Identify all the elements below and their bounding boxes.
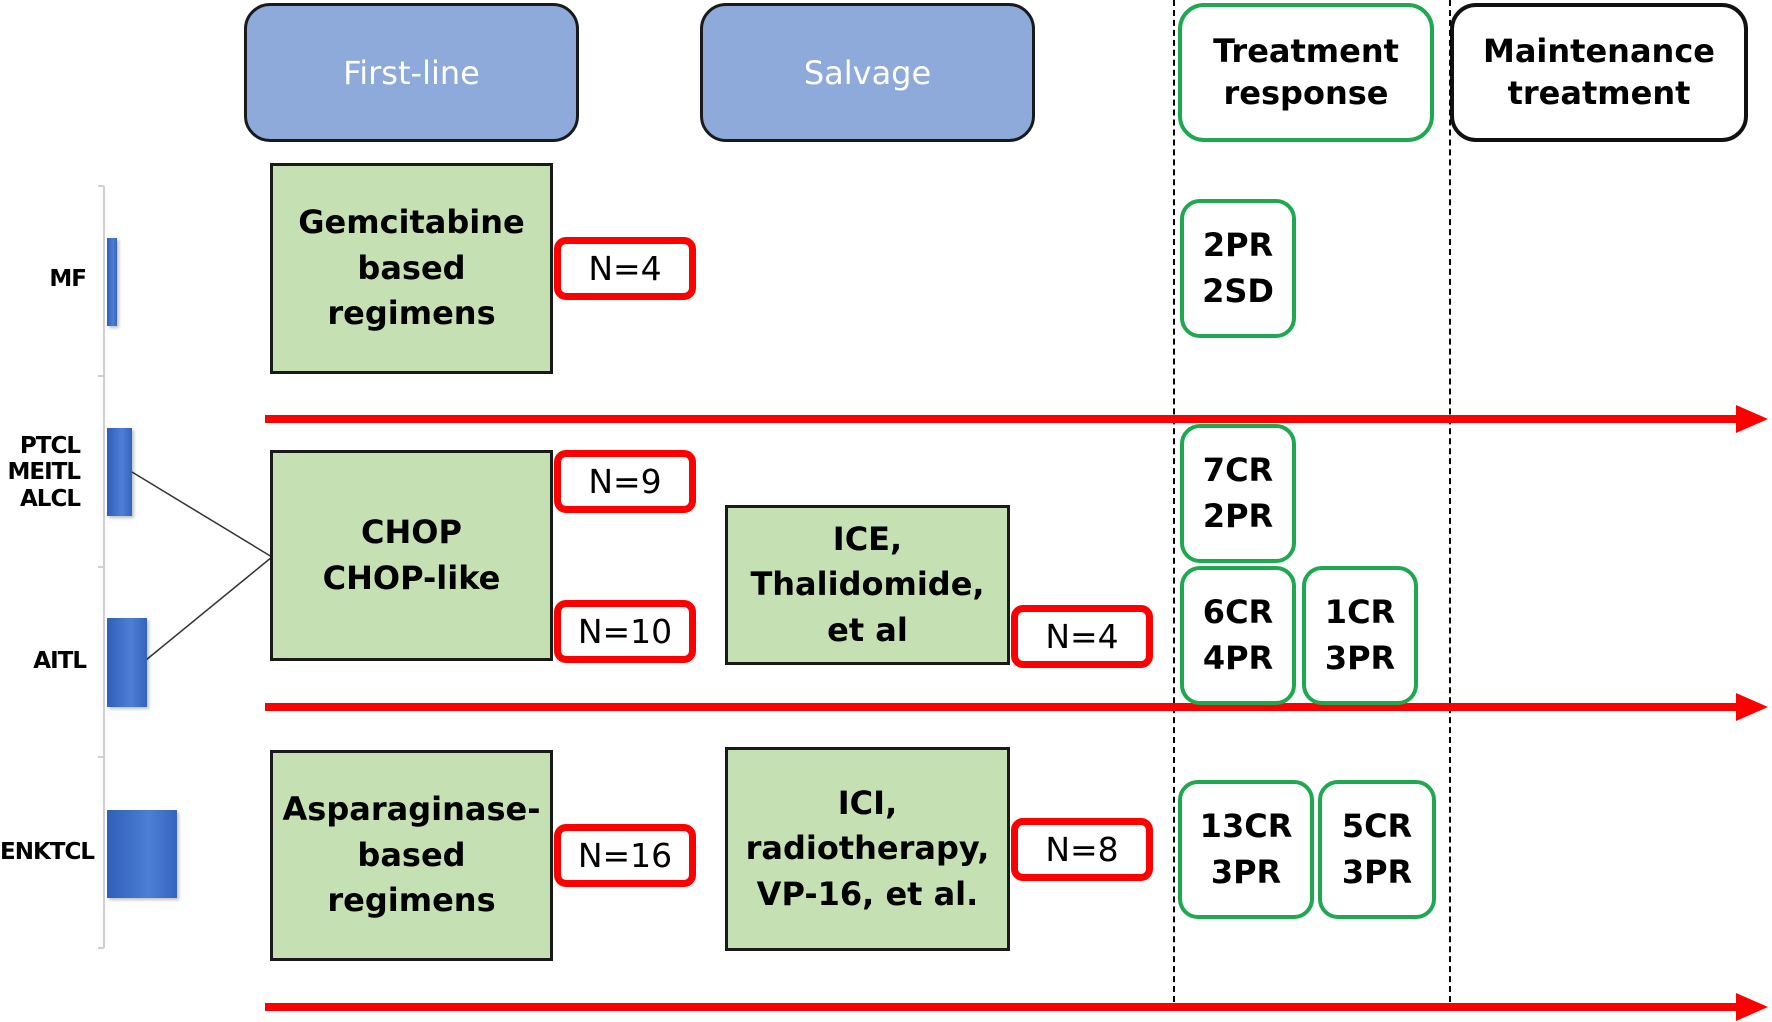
regimen-ici-label: ICI, radiotherapy, VP-16, et al. [745, 783, 990, 913]
separator-maintenance [1449, 0, 1451, 1002]
count-enktcl-salvage-label: N=8 [1045, 830, 1119, 869]
bar-enktcl [107, 810, 177, 898]
count-mf-first-line-label: N=4 [588, 249, 662, 288]
response-enktcl: 13CR 3PR [1178, 780, 1314, 919]
label-aitl: AITL [33, 648, 87, 674]
label-ptcl-group: PTCL MEITL ALCL [7, 433, 81, 512]
header-treatment-response: Treatment response [1178, 3, 1434, 142]
header-first-line-label: First-line [343, 53, 480, 92]
header-treatment-response-label: Treatment response [1213, 31, 1399, 112]
connector-aitl [145, 556, 273, 661]
bar-mf [107, 238, 117, 326]
regimen-chop: CHOP CHOP-like [270, 450, 553, 661]
regimen-ice-label: ICE, Thalidomide, et al [750, 519, 985, 649]
regimen-gemcitabine: Gemcitabine based regimens [270, 163, 553, 374]
header-maintenance-treatment-label: Maintenance treatment [1482, 31, 1715, 112]
response-enktcl-salvage-label: 5CR 3PR [1341, 807, 1413, 891]
count-aitl-first-line: N=10 [554, 600, 696, 663]
arrowhead-row-mf [1736, 405, 1768, 433]
header-salvage-label: Salvage [803, 53, 932, 92]
regimen-ice: ICE, Thalidomide, et al [725, 505, 1010, 665]
response-mf: 2PR 2SD [1180, 199, 1296, 338]
count-ptcl-first-line-label: N=9 [588, 462, 662, 501]
arrowhead-row-enktcl [1736, 993, 1768, 1021]
subtype-histogram [98, 185, 273, 949]
count-enktcl-first-line-label: N=16 [577, 836, 673, 875]
header-maintenance-treatment: Maintenance treatment [1450, 3, 1748, 142]
response-enktcl-salvage: 5CR 3PR [1318, 780, 1436, 919]
regimen-chop-label: CHOP CHOP-like [322, 513, 501, 597]
response-enktcl-label: 13CR 3PR [1199, 807, 1293, 891]
response-ptcl-salvage: 1CR 3PR [1302, 566, 1418, 705]
response-mf-label: 2PR 2SD [1202, 226, 1274, 310]
count-ptcl-first-line: N=9 [554, 450, 696, 513]
count-enktcl-salvage: N=8 [1011, 818, 1153, 881]
regimen-asparaginase: Asparaginase- based regimens [270, 750, 553, 961]
label-mf: MF [49, 266, 87, 292]
connector-ptcl [131, 471, 273, 558]
regimen-asparaginase-label: Asparaginase- based regimens [282, 790, 541, 920]
regimen-gemcitabine-label: Gemcitabine based regimens [298, 203, 525, 333]
count-aitl-first-line-label: N=10 [577, 612, 673, 651]
regimen-ici: ICI, radiotherapy, VP-16, et al. [725, 747, 1010, 951]
bar-aitl [107, 618, 147, 707]
response-ptcl-label: 7CR 2PR [1202, 451, 1274, 535]
response-ptcl-salvage-label: 1CR 3PR [1324, 593, 1396, 677]
response-aitl: 6CR 4PR [1180, 566, 1296, 705]
count-ptcl-salvage-label: N=4 [1045, 617, 1119, 656]
separator-response [1173, 0, 1175, 1002]
count-mf-first-line: N=4 [554, 237, 696, 300]
count-enktcl-first-line: N=16 [554, 824, 696, 887]
bar-ptcl [107, 428, 132, 516]
response-aitl-label: 6CR 4PR [1202, 593, 1274, 677]
header-salvage: Salvage [700, 3, 1035, 142]
arrowhead-row-ptcl [1736, 693, 1768, 721]
count-ptcl-salvage: N=4 [1011, 605, 1153, 668]
header-first-line: First-line [244, 3, 579, 142]
label-enktcl: ENKTCL [0, 839, 95, 865]
response-ptcl: 7CR 2PR [1180, 424, 1296, 563]
